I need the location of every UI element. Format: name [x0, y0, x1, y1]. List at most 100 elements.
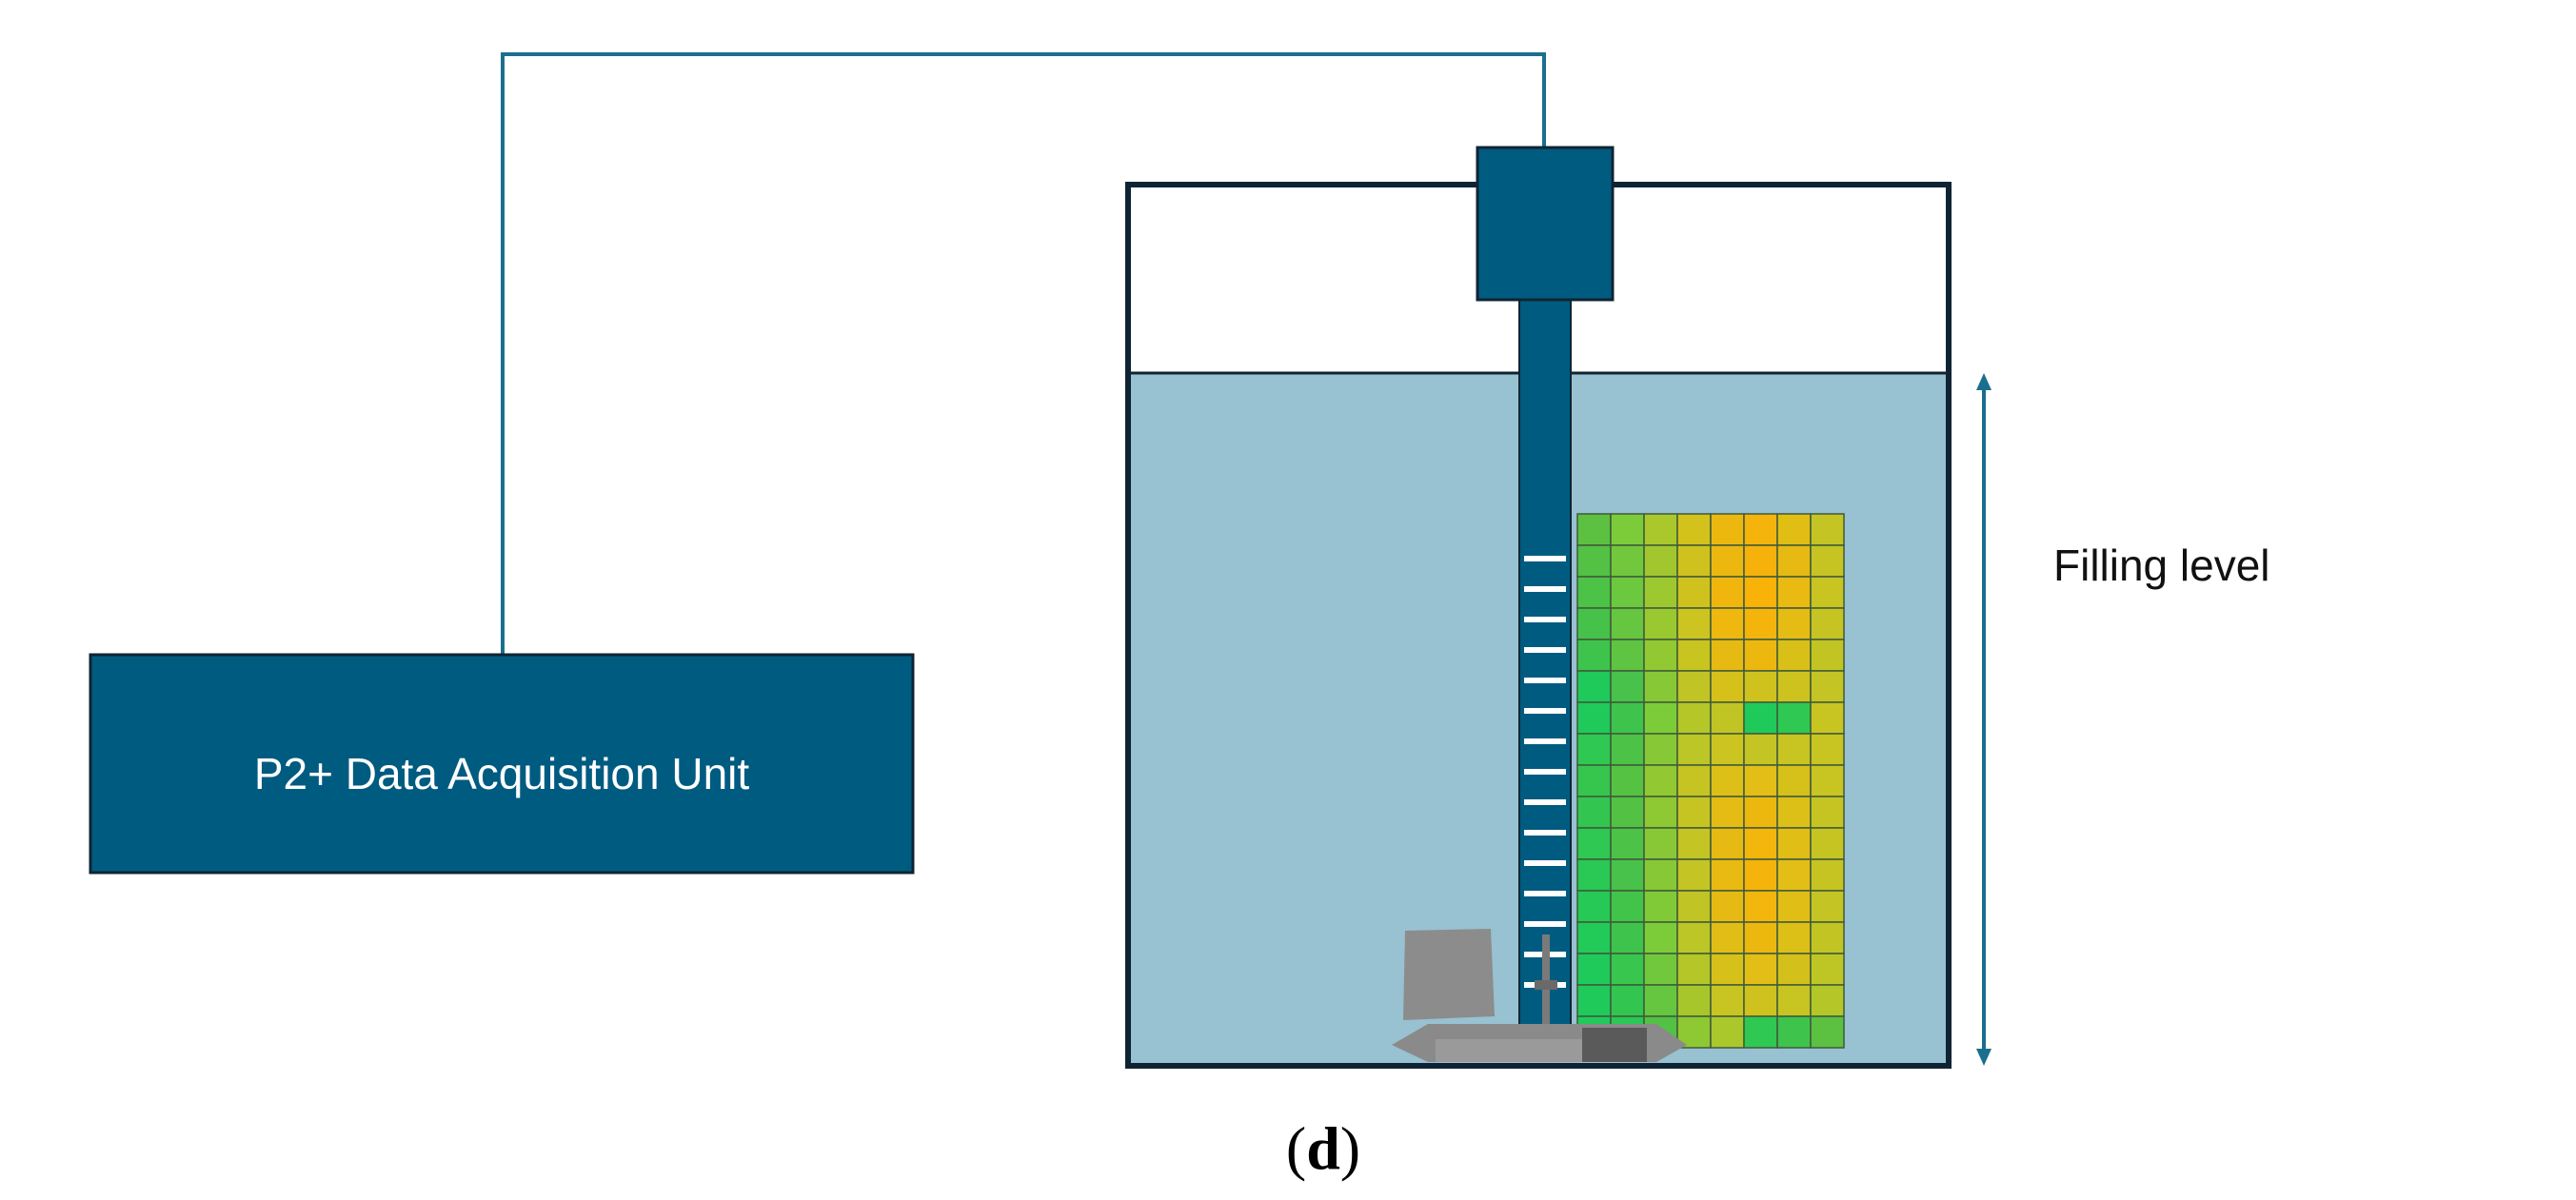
grid-cell — [1776, 921, 1812, 954]
grid-cell — [1743, 544, 1778, 578]
grid-cell — [1743, 858, 1778, 892]
grid-cell — [1743, 1015, 1778, 1049]
grid-cell — [1643, 764, 1678, 797]
panel-close-paren: ) — [1340, 1114, 1360, 1182]
grid-cell — [1810, 984, 1845, 1017]
grid-cell — [1676, 827, 1712, 860]
grid-cell — [1676, 858, 1712, 892]
grid-cell — [1610, 984, 1645, 1017]
grid-cell — [1743, 733, 1778, 766]
grid-cell — [1710, 576, 1745, 609]
grid-cell — [1810, 639, 1845, 672]
grid-cell — [1710, 607, 1745, 640]
grid-cell — [1810, 953, 1845, 986]
panel-label: (d) — [1286, 1114, 1360, 1182]
grid-cell — [1643, 607, 1678, 640]
grid-cell — [1776, 890, 1812, 923]
grid-cell — [1576, 827, 1612, 860]
grid-cell — [1776, 1015, 1812, 1049]
grid-cell — [1710, 544, 1745, 578]
grid-cell — [1610, 764, 1645, 797]
grid-cell — [1676, 764, 1712, 797]
grid-cell — [1576, 796, 1612, 829]
filling-level-arrow — [1976, 373, 1991, 1066]
grid-cell — [1610, 701, 1645, 735]
impeller-block-right — [1582, 1028, 1647, 1062]
grid-cell — [1743, 513, 1778, 546]
grid-cell — [1576, 733, 1612, 766]
grid-cell — [1776, 764, 1812, 797]
impeller — [1392, 929, 1687, 1062]
sensor-probe — [1476, 146, 1615, 1027]
grid-cell — [1610, 733, 1645, 766]
grid-cell — [1710, 827, 1745, 860]
grid-cell — [1743, 953, 1778, 986]
grid-cell — [1676, 890, 1712, 923]
grid-cell — [1576, 639, 1612, 672]
grid-cell — [1676, 576, 1712, 609]
probe-head — [1476, 146, 1615, 302]
grid-cell — [1643, 733, 1678, 766]
grid-cell — [1610, 858, 1645, 892]
grid-cell — [1576, 701, 1612, 735]
grid-cell — [1710, 764, 1745, 797]
grid-cell — [1776, 670, 1812, 703]
grid-cell — [1643, 513, 1678, 546]
electrode-rung — [1524, 891, 1566, 896]
grid-cell — [1643, 827, 1678, 860]
grid-cell — [1810, 858, 1845, 892]
grid-cell — [1676, 921, 1712, 954]
grid-cell — [1710, 701, 1745, 735]
grid-cell — [1810, 1015, 1845, 1049]
grid-cell — [1676, 796, 1712, 829]
filling-level-label: Filling level — [2053, 541, 2270, 590]
electrode-rung — [1524, 708, 1566, 714]
grid-cell — [1710, 639, 1745, 672]
grid-cell — [1743, 764, 1778, 797]
grid-cell — [1810, 701, 1845, 735]
electrode-rung — [1524, 769, 1566, 775]
panel-open-paren: ( — [1286, 1114, 1306, 1182]
grid-cell — [1743, 796, 1778, 829]
grid-cell — [1576, 607, 1612, 640]
grid-cell — [1710, 733, 1745, 766]
grid-cell — [1810, 576, 1845, 609]
signal-cable — [501, 52, 1546, 657]
grid-cell — [1643, 544, 1678, 578]
grid-cell — [1643, 890, 1678, 923]
grid-cell — [1743, 921, 1778, 954]
grid-cell — [1810, 670, 1845, 703]
grid-cell — [1576, 544, 1612, 578]
grid-cell — [1610, 544, 1645, 578]
grid-cell — [1743, 670, 1778, 703]
grid-cell — [1610, 607, 1645, 640]
grid-cell — [1676, 733, 1712, 766]
grid-cell — [1610, 639, 1645, 672]
grid-cell — [1810, 796, 1845, 829]
grid-cell — [1810, 890, 1845, 923]
grid-cell — [1643, 576, 1678, 609]
grid-cell — [1676, 544, 1712, 578]
electrode-rung — [1524, 617, 1566, 622]
grid-cell — [1610, 921, 1645, 954]
grid-cell — [1643, 953, 1678, 986]
grid-cell — [1710, 513, 1745, 546]
grid-cell — [1810, 921, 1845, 954]
grid-cell — [1576, 576, 1612, 609]
grid-cell — [1776, 639, 1812, 672]
grid-cell — [1776, 858, 1812, 892]
grid-cell — [1743, 984, 1778, 1017]
electrode-rung — [1524, 860, 1566, 866]
grid-cell — [1776, 953, 1812, 986]
grid-cell — [1710, 984, 1745, 1017]
grid-cell — [1576, 670, 1612, 703]
probe-shaft — [1518, 297, 1572, 1027]
grid-cell — [1776, 607, 1812, 640]
grid-cell — [1576, 984, 1612, 1017]
grid-cell — [1576, 513, 1612, 546]
impeller-blade-left — [1403, 929, 1495, 1020]
grid-cell — [1776, 701, 1812, 735]
grid-cell — [1643, 701, 1678, 735]
grid-cell — [1776, 827, 1812, 860]
grid-cell — [1710, 953, 1745, 986]
